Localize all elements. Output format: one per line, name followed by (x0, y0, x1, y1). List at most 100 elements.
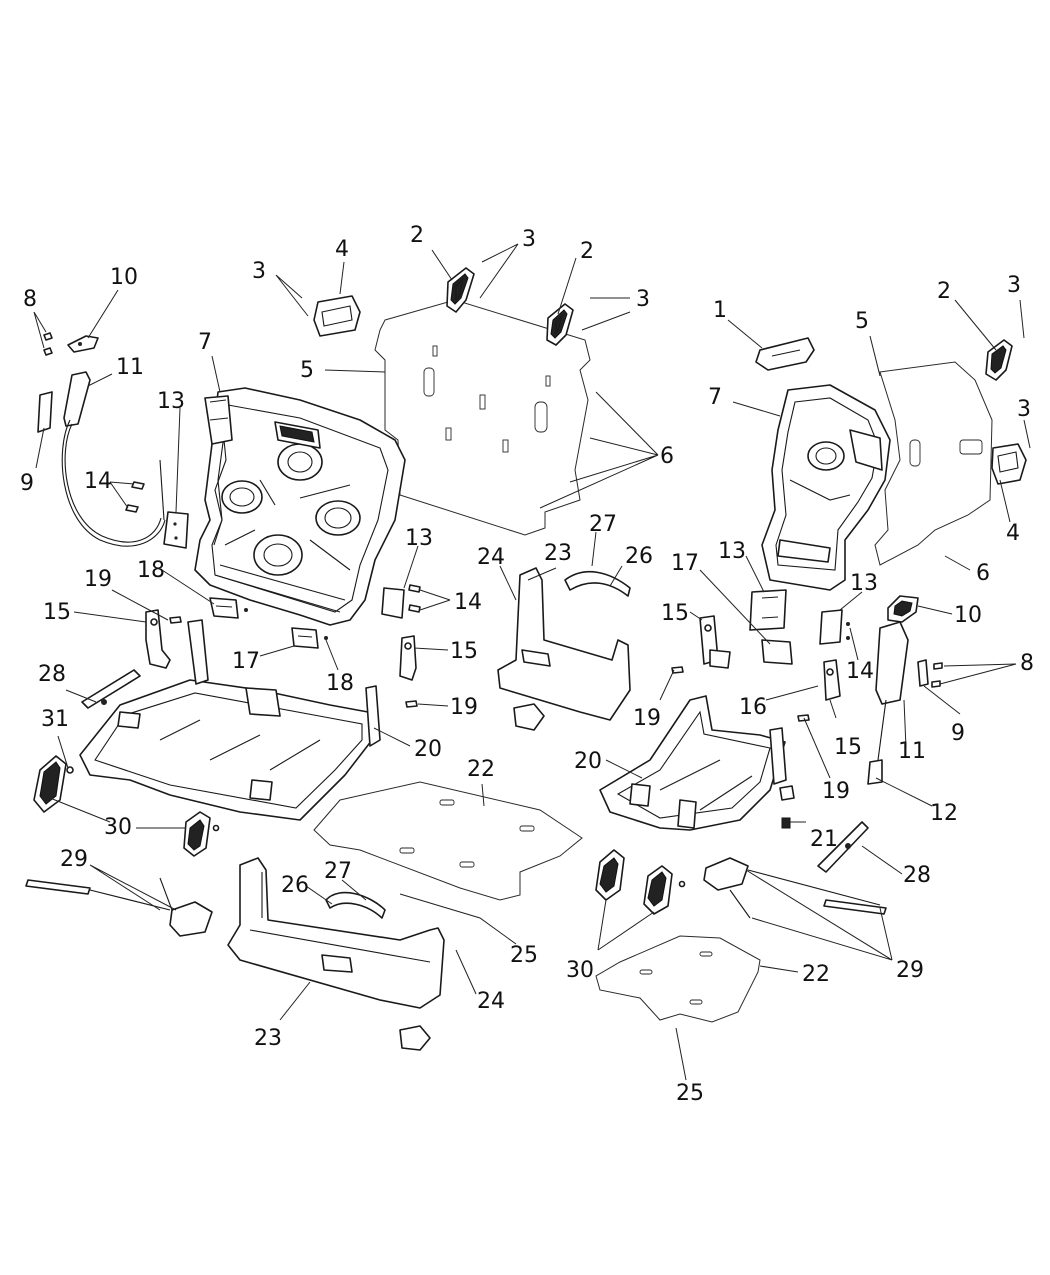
callout-4: 4 (1006, 521, 1020, 546)
callout-9: 9 (20, 471, 34, 496)
callout-19: 19 (450, 695, 478, 720)
pivot-17-right (761, 639, 793, 665)
callout-19: 19 (822, 779, 850, 804)
callout-27: 27 (589, 512, 617, 537)
callout-4: 4 (335, 237, 349, 262)
callout-14: 14 (84, 469, 112, 494)
cover-10-right (887, 595, 919, 623)
callout-13: 13 (405, 526, 433, 551)
seat-back-panel-left (374, 299, 591, 536)
callout-14: 14 (454, 590, 482, 615)
cushion-frame-20-left (79, 619, 381, 821)
callout-28: 28 (903, 863, 931, 888)
cable-11-left (61, 371, 166, 547)
callout-5: 5 (300, 358, 314, 383)
callout-22: 22 (467, 757, 495, 782)
callout-13: 13 (718, 539, 746, 564)
riser-15-left-2 (399, 635, 417, 681)
callout-18: 18 (326, 671, 354, 696)
riser-15-right-1 (699, 615, 731, 669)
handle-26-center (564, 571, 631, 597)
callout-26: 26 (281, 873, 309, 898)
callout-26: 26 (625, 544, 653, 569)
callout-30: 30 (104, 815, 132, 840)
recliner-30-right-2 (643, 865, 686, 915)
seat-back-frame-left (194, 387, 406, 626)
callout-23: 23 (254, 1026, 282, 1051)
callout-25: 25 (676, 1081, 704, 1106)
leader-lines (33, 243, 1031, 1081)
callout-2: 2 (937, 279, 951, 304)
latch-bezel-left-2 (546, 303, 574, 346)
callout-17: 17 (671, 551, 699, 576)
callout-29: 29 (896, 958, 924, 983)
clip-21 (779, 785, 795, 829)
floor-panel-22-right (595, 935, 761, 1023)
recliner-30-left-1 (33, 755, 74, 813)
callout-9: 9 (951, 721, 965, 746)
hinge-bracket-13-right-1 (749, 589, 787, 631)
callout-11: 11 (898, 739, 926, 764)
seat-belt-29-left (25, 877, 213, 937)
callout-2: 2 (580, 239, 594, 264)
callout-3: 3 (636, 287, 650, 312)
release-handle-right (991, 443, 1027, 485)
pins-19-left (169, 616, 418, 708)
cable-11-right (867, 621, 909, 785)
callout-13: 13 (850, 571, 878, 596)
callout-3: 3 (252, 259, 266, 284)
callout-18: 18 (137, 558, 165, 583)
bolts-14-left (125, 481, 145, 513)
callout-31: 31 (41, 707, 69, 732)
callout-5: 5 (855, 309, 869, 334)
callout-24: 24 (477, 989, 505, 1014)
callout-3: 3 (522, 227, 536, 252)
pivot-17-18-left (209, 597, 328, 649)
callout-2: 2 (410, 223, 424, 248)
callout-8: 8 (1020, 651, 1034, 676)
callout-19: 19 (633, 706, 661, 731)
riser-15-left-1 (145, 609, 171, 669)
callout-29: 29 (60, 847, 88, 872)
seat-back-panel-right (874, 361, 993, 566)
callout-10: 10 (954, 603, 982, 628)
callout-21: 21 (810, 827, 838, 852)
callout-7: 7 (708, 385, 722, 410)
callout-15: 15 (43, 600, 71, 625)
callout-20: 20 (574, 749, 602, 774)
callout-7: 7 (198, 330, 212, 355)
callout-22: 22 (802, 962, 830, 987)
seat-base-23-center-top (497, 567, 631, 731)
callout-1: 1 (713, 298, 727, 323)
callout-6: 6 (976, 561, 990, 586)
callout-15: 15 (834, 735, 862, 760)
callout-19: 19 (84, 567, 112, 592)
callout-8: 8 (23, 287, 37, 312)
track-28-left (81, 669, 141, 709)
callout-15: 15 (450, 639, 478, 664)
callout-28: 28 (38, 662, 66, 687)
callout-25: 25 (510, 943, 538, 968)
handle-26-left (325, 891, 386, 919)
callout-14: 14 (846, 659, 874, 684)
callout-23: 23 (544, 541, 572, 566)
callout-3: 3 (1017, 397, 1031, 422)
latch-bezel-left-1 (446, 267, 475, 313)
release-handle-left (313, 295, 361, 337)
seat-belt-29-right (703, 857, 887, 919)
callout-17: 17 (232, 649, 260, 674)
callout-15: 15 (661, 601, 689, 626)
seat-back-frame-right (761, 384, 891, 591)
callout-6: 6 (660, 444, 674, 469)
recliner-30-left-2 (183, 811, 220, 857)
riser-15-right-2 (823, 659, 841, 701)
floor-panel-22-left (313, 781, 583, 901)
callout-12: 12 (930, 801, 958, 826)
callout-20: 20 (414, 737, 442, 762)
cover-10-left (67, 335, 99, 353)
bracket-9-left (37, 391, 53, 433)
screws-8-left (43, 332, 53, 356)
callout-10: 10 (110, 265, 138, 290)
callout-labels: 1 2 2 2 3 3 3 3 3 4 4 5 5 6 6 7 7 8 8 9 … (20, 223, 1034, 1106)
